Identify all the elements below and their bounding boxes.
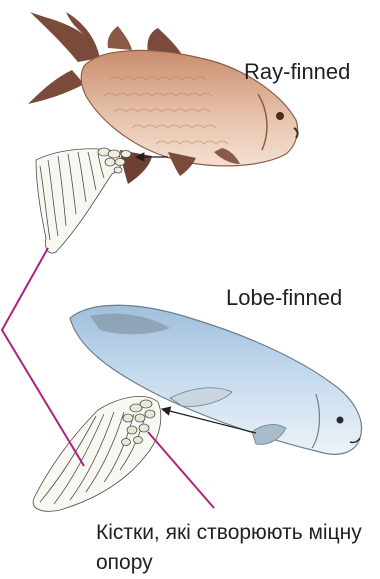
ray-finned-label: Ray-finned [244, 58, 350, 86]
bones-caption: Кістки, які створюють міцну опору [96, 518, 376, 578]
ray-fin-skeleton [36, 148, 131, 253]
ray-fin-pointer-line [2, 248, 84, 466]
lobe-fin-pointer-line [148, 432, 214, 508]
lobe-finned-label: Lobe-finned [226, 284, 342, 312]
